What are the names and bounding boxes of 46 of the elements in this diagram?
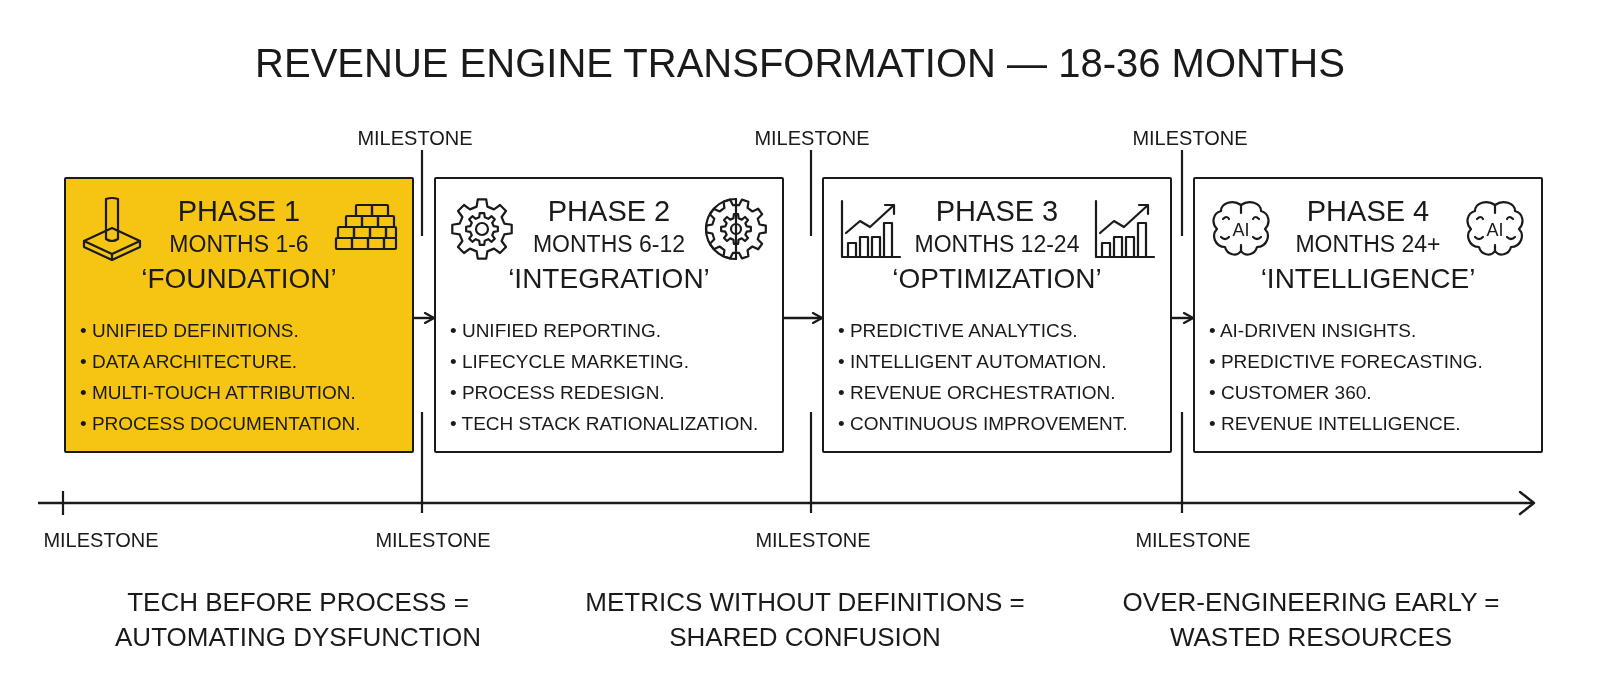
- bullet-item: • REVENUE ORCHESTRATION.: [838, 381, 1116, 405]
- arrow: [1172, 311, 1195, 325]
- bullet-item: • LIFECYCLE MARKETING.: [450, 350, 689, 374]
- bullet-item: • INTELLIGENT AUTOMATION.: [838, 350, 1107, 374]
- milestone-label: MILESTONE: [43, 528, 159, 552]
- bullet-item: • UNIFIED REPORTING.: [450, 319, 662, 343]
- milestone-label: MILESTONE: [1135, 528, 1251, 552]
- arrow: [414, 311, 436, 325]
- bullet-item: • REVENUE INTELLIGENCE.: [1209, 412, 1461, 436]
- phase-name: ‘INTELLIGENCE’: [1260, 262, 1476, 296]
- bullet-item: • UNIFIED DEFINITIONS.: [80, 319, 299, 343]
- phase-title: PHASE 3: [935, 194, 1059, 229]
- bullet-item: • MULTI-TOUCH ATTRIBUTION.: [80, 381, 356, 405]
- phase-box: [822, 177, 1172, 453]
- diagram-title: REVENUE ENGINE TRANSFORMATION — 18-36 MONTHS: [255, 40, 1345, 87]
- phase-months: MONTHS 1-6: [169, 230, 309, 259]
- bullet-item: • PROCESS DOCUMENTATION.: [80, 412, 361, 436]
- milestone-label: MILESTONE: [755, 528, 871, 552]
- pitfall-note: METRICS WITHOUT DEFINITIONS = SHARED CONFUSION: [584, 586, 1026, 654]
- bullet-item: • TECH STACK RATIONALIZATION.: [450, 412, 759, 436]
- bullet-item: • PROCESS REDESIGN.: [450, 381, 665, 405]
- phase-title: PHASE 2: [547, 194, 671, 229]
- bullet-item: • PREDICTIVE FORECASTING.: [1209, 350, 1483, 374]
- phase-box: [64, 177, 414, 453]
- phase-title: PHASE 4: [1306, 194, 1430, 229]
- bullet-item: • PREDICTIVE ANALYTICS.: [838, 319, 1078, 343]
- phase-name: ‘INTEGRATION’: [508, 262, 710, 296]
- phase-months: MONTHS 12-24: [914, 230, 1080, 259]
- phase-box: [434, 177, 784, 453]
- pitfall-note: TECH BEFORE PROCESS = AUTOMATING DYSFUNCTION: [114, 586, 482, 654]
- milestone-label: MILESTONE: [754, 126, 870, 150]
- milestone-label: MILESTONE: [375, 528, 491, 552]
- milestone-label: MILESTONE: [357, 126, 473, 150]
- arrow: [784, 311, 824, 325]
- bullet-item: • CUSTOMER 360.: [1209, 381, 1372, 405]
- phase-name: ‘OPTIMIZATION’: [892, 262, 1102, 296]
- phase-name: ‘FOUNDATION’: [141, 262, 337, 296]
- milestone-label: MILESTONE: [1132, 126, 1248, 150]
- phase-months: MONTHS 24+: [1295, 230, 1441, 259]
- bullet-item: • AI-DRIVEN INSIGHTS.: [1209, 319, 1417, 343]
- phase-months: MONTHS 6-12: [532, 230, 686, 259]
- bullet-item: • DATA ARCHITECTURE.: [80, 350, 298, 374]
- bullet-item: • CONTINUOUS IMPROVEMENT.: [838, 412, 1128, 436]
- phase-title: PHASE 1: [177, 194, 301, 229]
- pitfall-note: OVER-ENGINEERING EARLY = WASTED RESOURCES: [1121, 586, 1501, 654]
- phase-box: [1193, 177, 1543, 453]
